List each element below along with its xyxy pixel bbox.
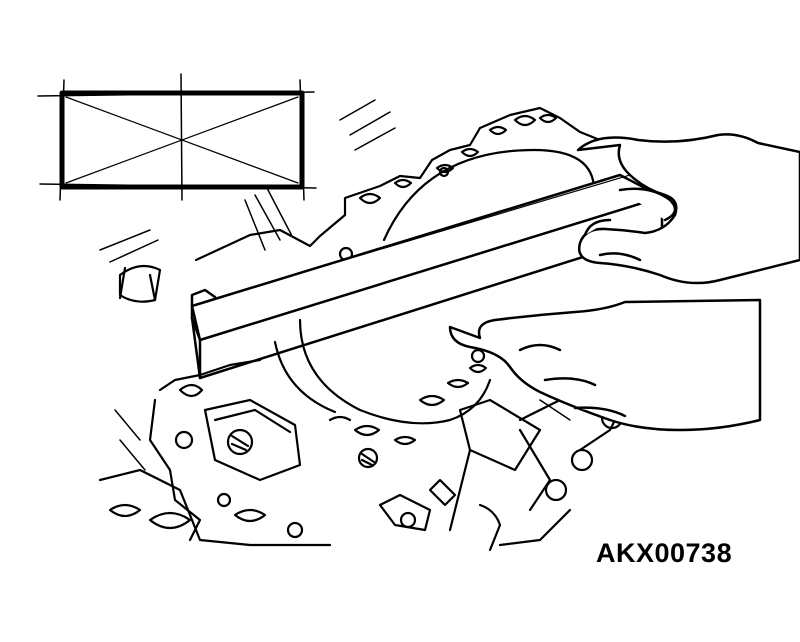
figure-code: AKX00738: [596, 538, 733, 568]
straightedge: [190, 171, 664, 380]
measurement-pattern-icon: [37, 73, 317, 201]
hands: [448, 133, 800, 432]
cylinder-head-gasket-surface: [98, 106, 627, 552]
